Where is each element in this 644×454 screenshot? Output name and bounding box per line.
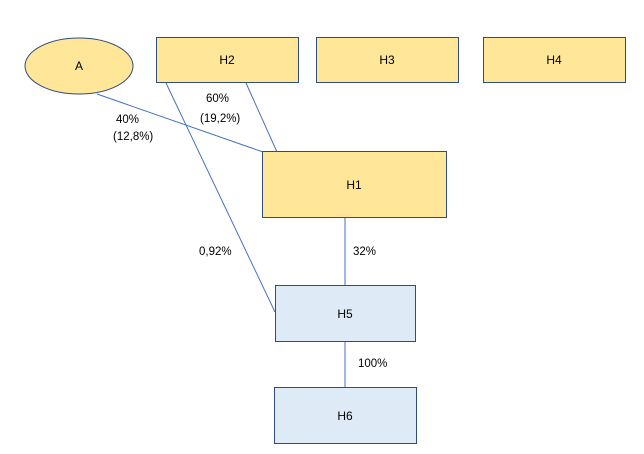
node-h5-shape bbox=[275, 285, 416, 342]
node-h6-shape bbox=[274, 387, 417, 444]
edge-label-a-h1-effective: (12,8%) bbox=[113, 131, 153, 143]
edge-label-a-h1-percent: 40% bbox=[116, 114, 139, 126]
connector-h2-h5 bbox=[165, 82, 276, 313]
node-h1-shape bbox=[262, 151, 447, 218]
node-h5: H5 bbox=[275, 285, 416, 342]
node-h2-label: H2 bbox=[219, 53, 235, 67]
edge-label-h2-h5-percent: 0,92% bbox=[199, 246, 232, 258]
node-h4: H4 bbox=[483, 37, 626, 83]
node-a-label: A bbox=[75, 59, 83, 73]
node-h1-label: H1 bbox=[346, 178, 362, 192]
node-h5-label: H5 bbox=[337, 307, 353, 321]
edge-label-h2-h1-percent: 60% bbox=[206, 93, 229, 105]
node-a-shape bbox=[24, 37, 134, 95]
node-h2: H2 bbox=[156, 37, 299, 83]
edge-label-h1-h5-percent: 32% bbox=[353, 246, 376, 258]
node-h3-shape bbox=[316, 37, 459, 83]
node-h6-label: H6 bbox=[337, 409, 353, 423]
node-h4-shape bbox=[483, 37, 626, 83]
node-h6: H6 bbox=[274, 387, 417, 444]
node-a: A bbox=[24, 37, 134, 95]
edge-label-h5-h6-percent: 100% bbox=[358, 358, 387, 370]
connector-a-h1 bbox=[96, 93, 264, 153]
node-h3: H3 bbox=[316, 37, 459, 83]
node-h1: H1 bbox=[262, 151, 447, 218]
edge-label-h2-h1-effective: (19,2%) bbox=[200, 113, 240, 125]
connector-h2-h1 bbox=[245, 82, 278, 153]
node-h3-label: H3 bbox=[379, 53, 395, 67]
node-h2-shape bbox=[156, 37, 299, 83]
node-h4-label: H4 bbox=[546, 53, 562, 67]
